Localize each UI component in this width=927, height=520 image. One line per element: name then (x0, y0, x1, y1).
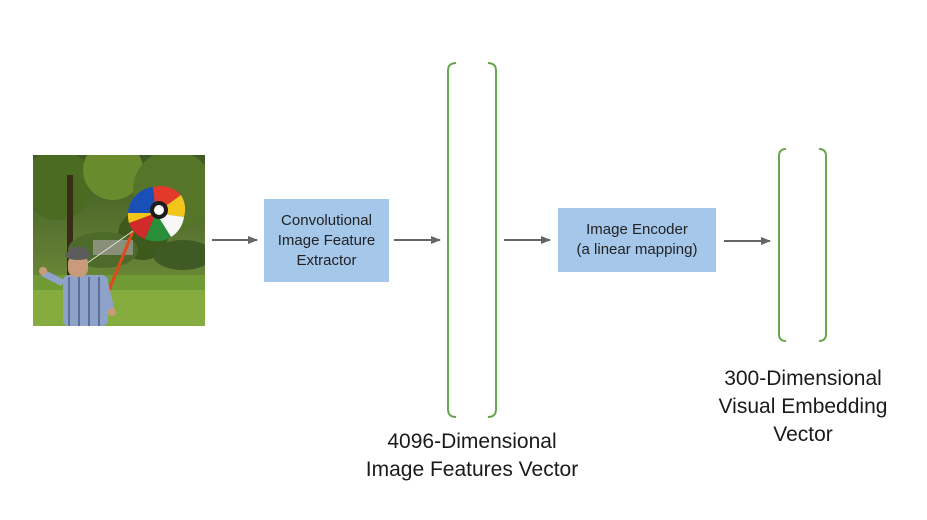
features-vector-label: 4096-Dimensional Image Features Vector (352, 428, 592, 484)
cnn-box-line1: Convolutional (281, 211, 372, 229)
person-figure (39, 247, 116, 326)
encoder-box-line1: Image Encoder (586, 221, 688, 238)
features-vector-label-line2: Image Features Vector (365, 458, 579, 481)
features-vector-right-bracket (487, 62, 497, 418)
features-vector-label-line1: 4096-Dimensional (387, 430, 557, 453)
embedding-vector-left-bracket (778, 148, 787, 342)
parachute-kite (127, 185, 186, 242)
image-encoder-box: Image Encoder (a linear mapping) (558, 208, 716, 272)
cnn-box-line2: Image Feature (277, 231, 376, 249)
features-vector-left-bracket (447, 62, 457, 418)
embedding-vector-label-line3: Vector (773, 423, 833, 446)
embedding-vector-right-bracket (818, 148, 827, 342)
kite-flyer-image (33, 155, 205, 326)
embedding-vector-label-line2: Visual Embedding (718, 395, 888, 418)
embedding-vector-label-line1: 300-Dimensional (724, 367, 882, 390)
input-photo (33, 155, 205, 326)
cnn-box-line3: Extractor (296, 251, 357, 269)
embedding-vector-label: 300-Dimensional Visual Embedding Vector (708, 365, 898, 449)
encoder-box-line2: (a linear mapping) (576, 241, 698, 258)
cnn-feature-extractor-box: Convolutional Image Feature Extractor (264, 199, 389, 282)
